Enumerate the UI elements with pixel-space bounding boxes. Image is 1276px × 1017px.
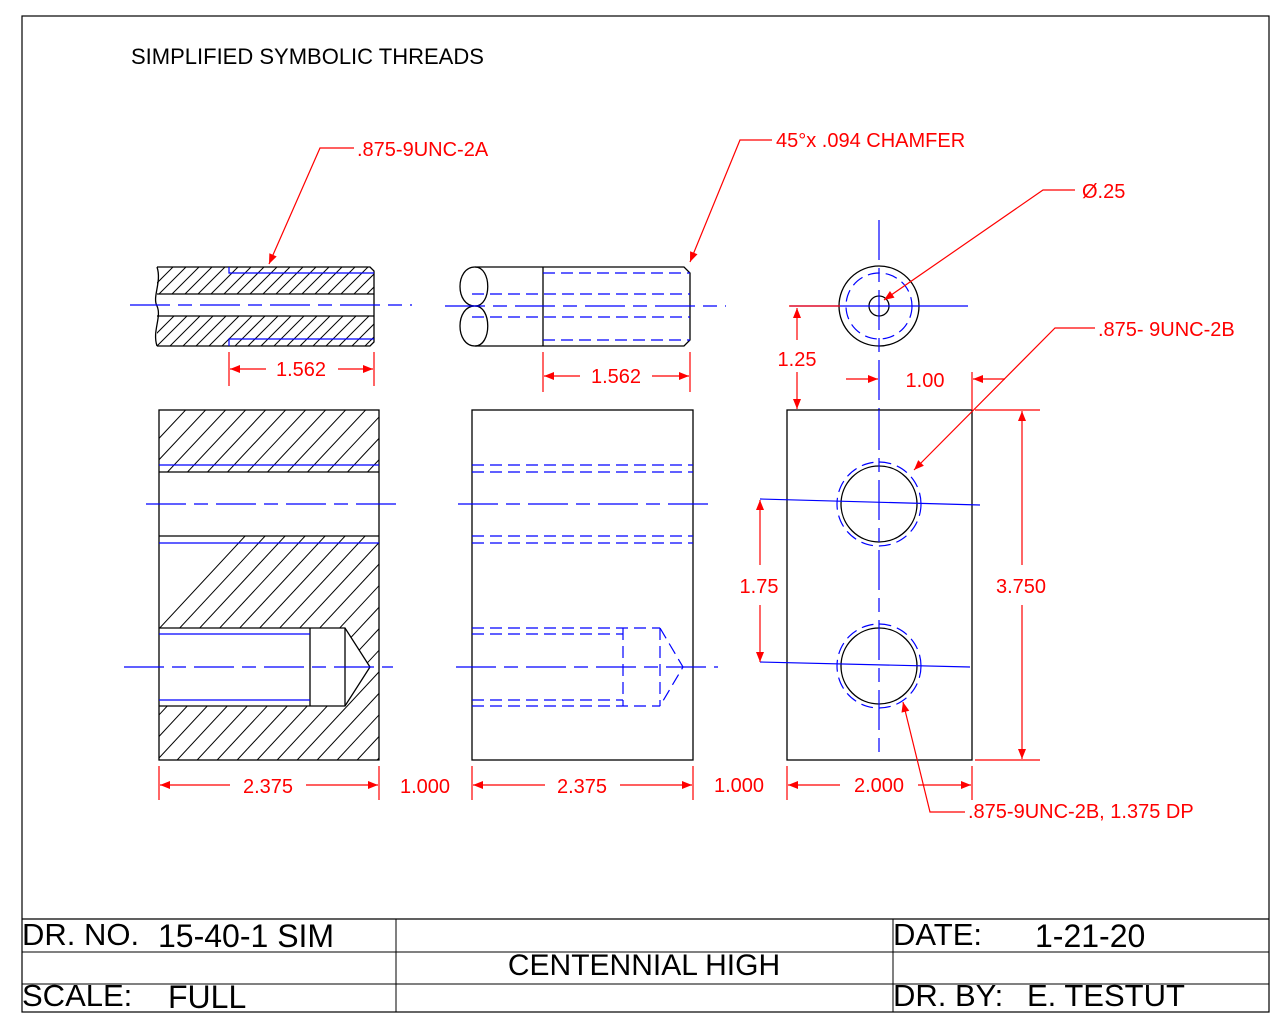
dimension-lines <box>158 305 1040 800</box>
block-front-view <box>456 409 718 761</box>
block-hatch-top <box>159 410 379 472</box>
callout-internal-thread-blind: .875-9UNC-2B, 1.375 DP <box>968 801 1194 823</box>
threaded-shaft-side-view <box>445 266 726 347</box>
drawing-number: 15-40-1 SIM <box>158 918 334 954</box>
callout-external-thread: .875-9UNC-2A <box>357 139 489 161</box>
drawing-number-label: DR. NO. <box>22 917 139 952</box>
school-name: CENTENNIAL HIGH <box>508 949 780 982</box>
drawing-title: SIMPLIFIED SYMBOLIC THREADS <box>131 44 484 69</box>
drawing-scale: FULL <box>168 979 246 1015</box>
threaded-shaft-section-view <box>130 266 412 347</box>
shaft-hatch-top <box>157 267 374 294</box>
block-hatch-bottom <box>159 536 379 760</box>
dim-block-width: 2.000 <box>854 775 904 797</box>
block-top-view <box>759 409 981 761</box>
scale-label: SCALE: <box>22 978 132 1013</box>
drawing-date: 1-21-20 <box>1035 918 1145 954</box>
date-label: DATE: <box>893 917 982 952</box>
dim-vertical-offset: 1.25 <box>778 349 817 371</box>
dim-gap-one: 1.000 <box>400 776 450 798</box>
dim-side-thread-length: 1.562 <box>591 366 641 388</box>
block-section-view <box>124 409 396 761</box>
dim-hole-spacing: 1.75 <box>740 576 779 598</box>
dim-block-height: 3.750 <box>996 576 1046 598</box>
drawn-by-name: E. TESTUT <box>1027 978 1185 1013</box>
dim-side-width: 2.375 <box>557 776 607 798</box>
drawn-by-label: DR. BY: <box>893 978 1003 1013</box>
callout-chamfer: 45°x .094 CHAMFER <box>776 130 965 152</box>
callout-internal-thread-through: .875- 9UNC-2B <box>1098 319 1235 341</box>
title-block: DR. NO. 15-40-1 SIM CENTENNIAL HIGH DATE… <box>22 917 1269 1015</box>
dim-section-thread-length: 1.562 <box>276 359 326 381</box>
shaft-hatch-bottom <box>157 316 374 346</box>
sheet-border <box>21 15 1270 1013</box>
dim-horizontal-offset: 1.00 <box>906 370 945 392</box>
dim-section-width: 2.375 <box>243 776 293 798</box>
dim-gap-two: 1.000 <box>714 775 764 797</box>
callout-diameter: Ø.25 <box>1082 181 1125 203</box>
leader-lines <box>268 139 1095 813</box>
